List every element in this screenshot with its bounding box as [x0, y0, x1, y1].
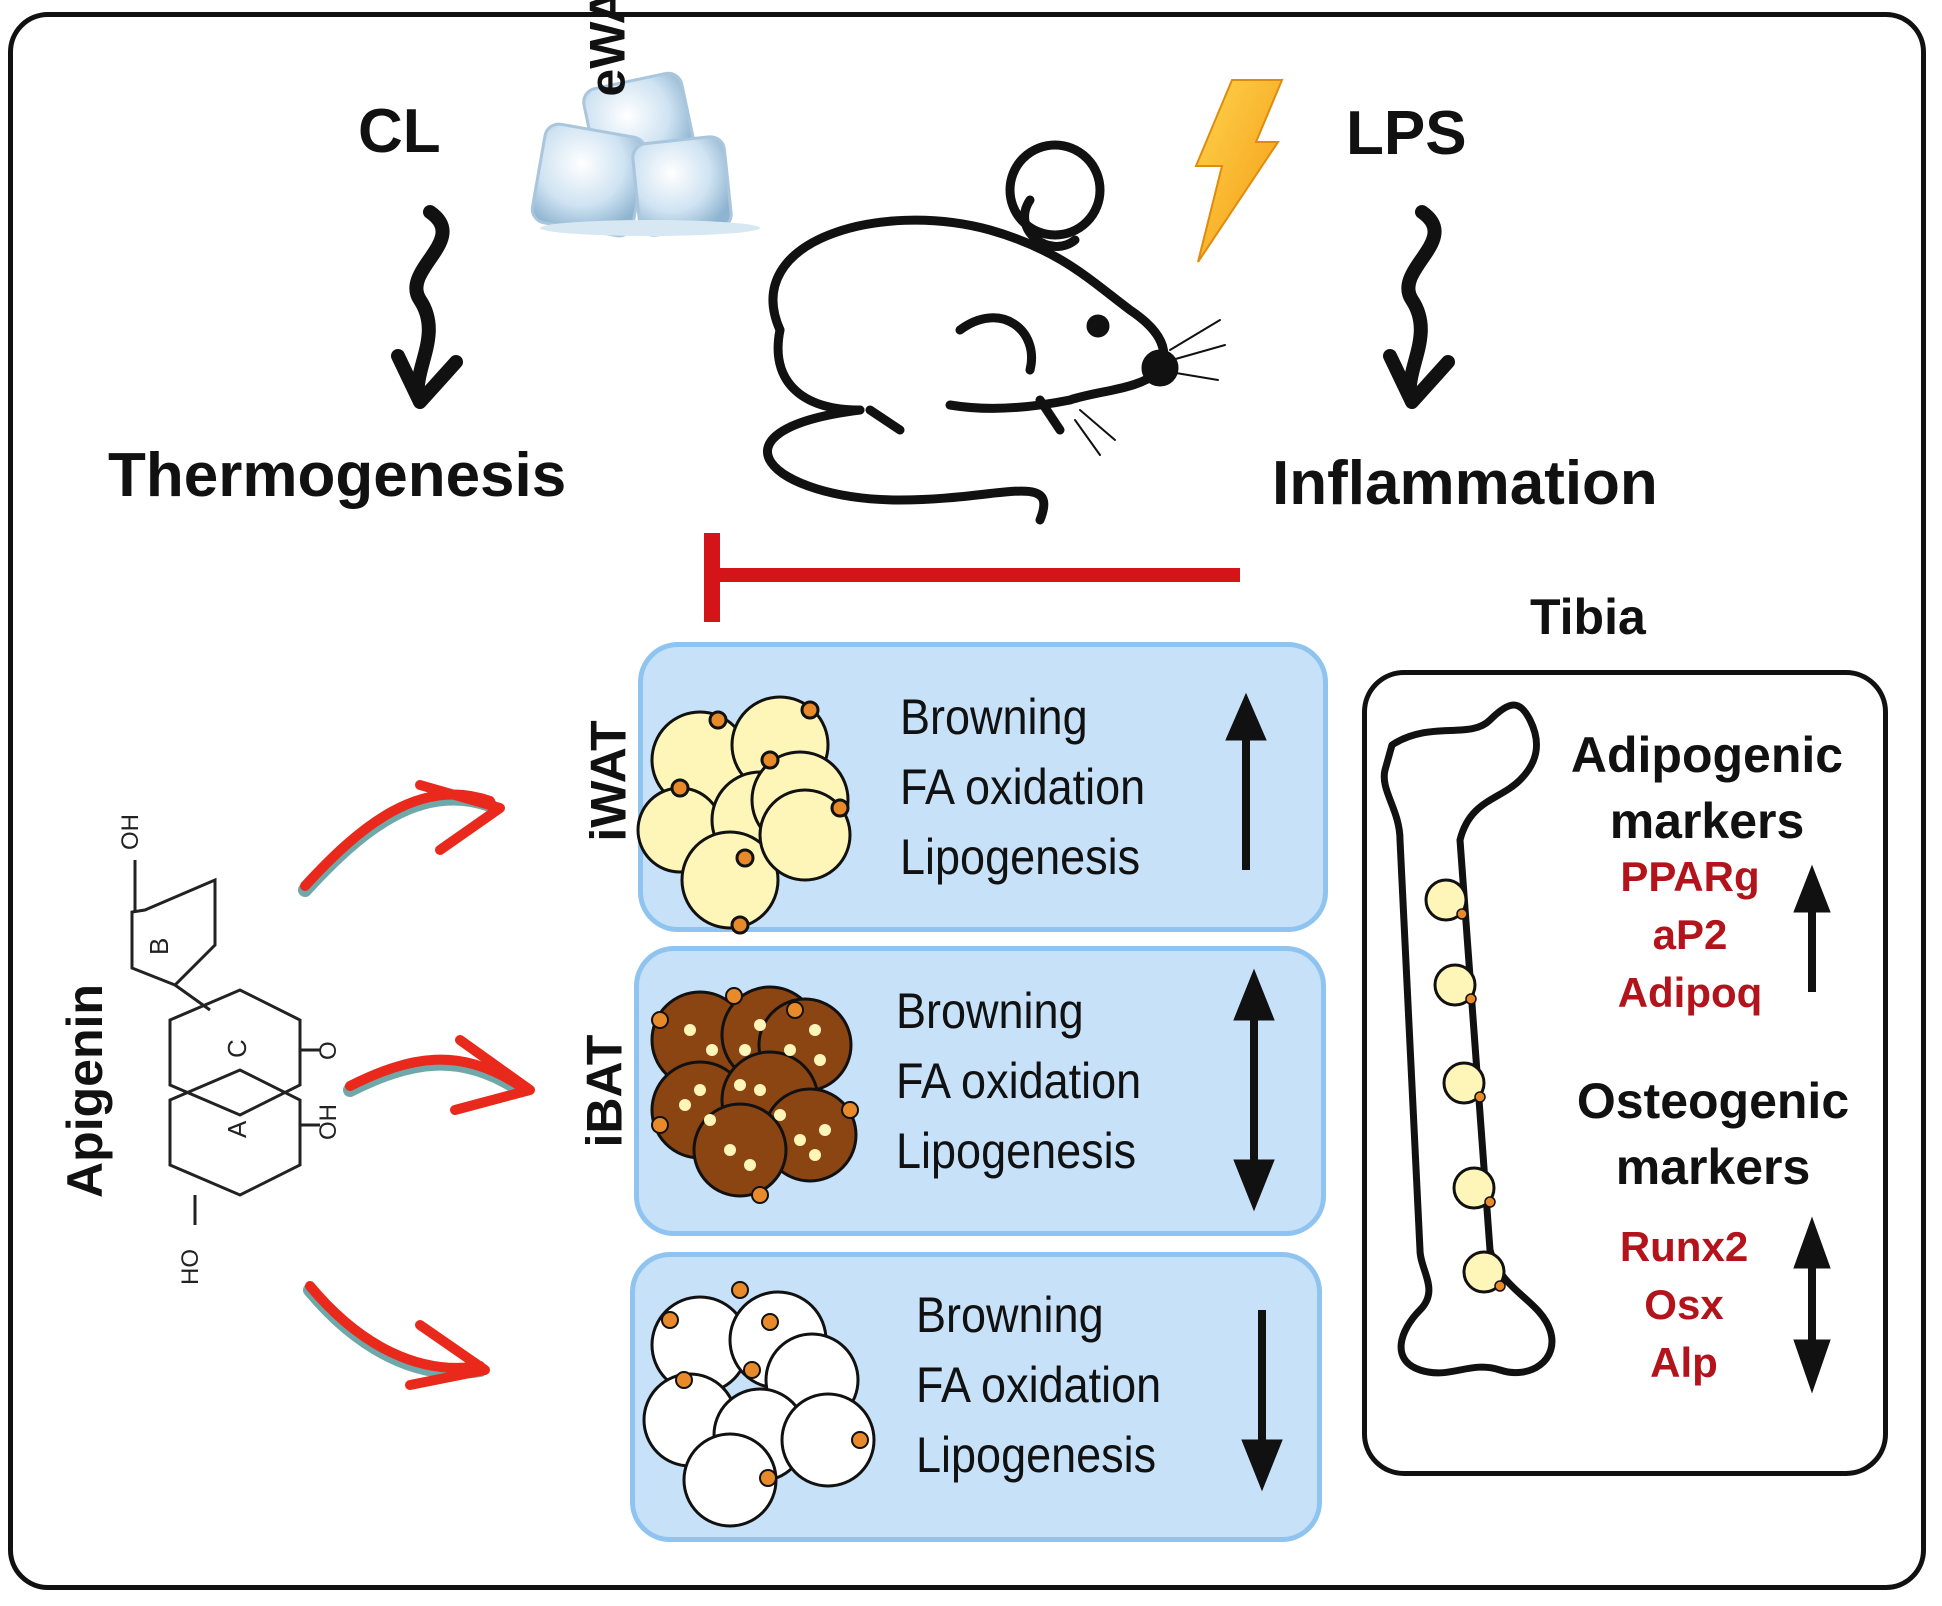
adipogenic-genes: PPARg aP2 Adipoq	[1590, 848, 1790, 1022]
ewat-line-fa-oxidation: FA oxidation	[916, 1357, 1162, 1413]
ewat-line-browning: Browning	[916, 1287, 1104, 1343]
lps-label: LPS	[1346, 99, 1467, 168]
iwat-cells	[636, 695, 852, 935]
ewat-cells	[642, 1290, 876, 1528]
ibat-line-browning: Browning	[896, 983, 1084, 1039]
osteogenic-heading-line1: Osteogenic	[1576, 1073, 1850, 1129]
right-squiggle-arrow	[1383, 205, 1455, 409]
adipogenic-heading-line2: markers	[1609, 793, 1805, 849]
lightning-bolt-icon	[1194, 79, 1284, 263]
bone-icon	[1380, 701, 1556, 1377]
curved-arrow-ewat	[303, 1281, 490, 1390]
ibat-text: Browning FA oxidation Lipogenesis	[896, 976, 1168, 1186]
gene-alp: Alp	[1650, 1339, 1718, 1386]
ibat-line-lipogenesis: Lipogenesis	[896, 1123, 1137, 1179]
ibat-line-fa-oxidation: FA oxidation	[896, 1053, 1142, 1109]
cl-label: CL	[358, 97, 441, 166]
oh-group-a: OH	[315, 1104, 342, 1140]
osteogenic-heading: Osteogenic markers	[1548, 1068, 1878, 1200]
ring-b-label: B	[144, 938, 174, 955]
gene-runx2: Runx2	[1619, 1223, 1749, 1270]
apigenin-structure	[130, 860, 320, 1225]
iwat-text: Browning FA oxidation Lipogenesis	[900, 682, 1172, 892]
adipogenic-heading-line1: Adipogenic	[1570, 727, 1844, 783]
iwat-line-lipogenesis: Lipogenesis	[900, 829, 1141, 885]
bone-fat-cells	[1424, 878, 1506, 1294]
ibat-updown-arrow	[1233, 968, 1275, 1212]
ewat-down-arrow	[1241, 1310, 1283, 1492]
ewat-cell-nuclei	[661, 1281, 869, 1487]
ring-a-label: A	[222, 1120, 252, 1138]
ibat-lipid-droplets	[679, 1019, 831, 1171]
gene-adipoq: Adipoq	[1617, 969, 1763, 1016]
gene-osx: Osx	[1644, 1281, 1724, 1328]
ewat-text: Browning FA oxidation Lipogenesis	[916, 1280, 1188, 1490]
iwat-up-arrow	[1225, 692, 1267, 870]
ewat-line-lipogenesis: Lipogenesis	[916, 1427, 1157, 1483]
curved-arrow-ibat	[343, 1035, 535, 1115]
tibia-box	[1362, 670, 1888, 1476]
inflammation-label: Inflammation	[1272, 449, 1658, 518]
ring-c-label: C	[222, 1039, 252, 1058]
gene-pparg: PPARg	[1620, 853, 1760, 900]
carbonyl-o: O	[315, 1041, 342, 1060]
oh-group-b: OH	[117, 814, 144, 850]
osteogenic-updown-arrow	[1793, 1216, 1831, 1394]
curved-arrow-iwat	[298, 780, 505, 897]
thermogenesis-label: Thermogenesis	[108, 441, 567, 510]
osteogenic-genes: Runx2 Osx Alp	[1592, 1218, 1776, 1392]
tibia-title: Tibia	[1530, 589, 1646, 645]
left-squiggle-arrow	[391, 205, 463, 409]
osteogenic-heading-line2: markers	[1615, 1139, 1811, 1195]
bone-fat-nuclei	[1456, 908, 1506, 1292]
gene-ap2: aP2	[1652, 911, 1728, 958]
iwat-line-fa-oxidation: FA oxidation	[900, 759, 1146, 815]
inhibition-symbol	[704, 533, 1240, 622]
mouse-icon	[763, 140, 1226, 525]
adipogenic-up-arrow	[1793, 864, 1831, 992]
adipogenic-heading: Adipogenic markers	[1542, 722, 1872, 854]
ibat-cell-nuclei	[651, 987, 859, 1204]
ho-group: HO	[177, 1249, 204, 1285]
ice-cubes-icon	[530, 71, 760, 238]
iwat-line-browning: Browning	[900, 689, 1088, 745]
